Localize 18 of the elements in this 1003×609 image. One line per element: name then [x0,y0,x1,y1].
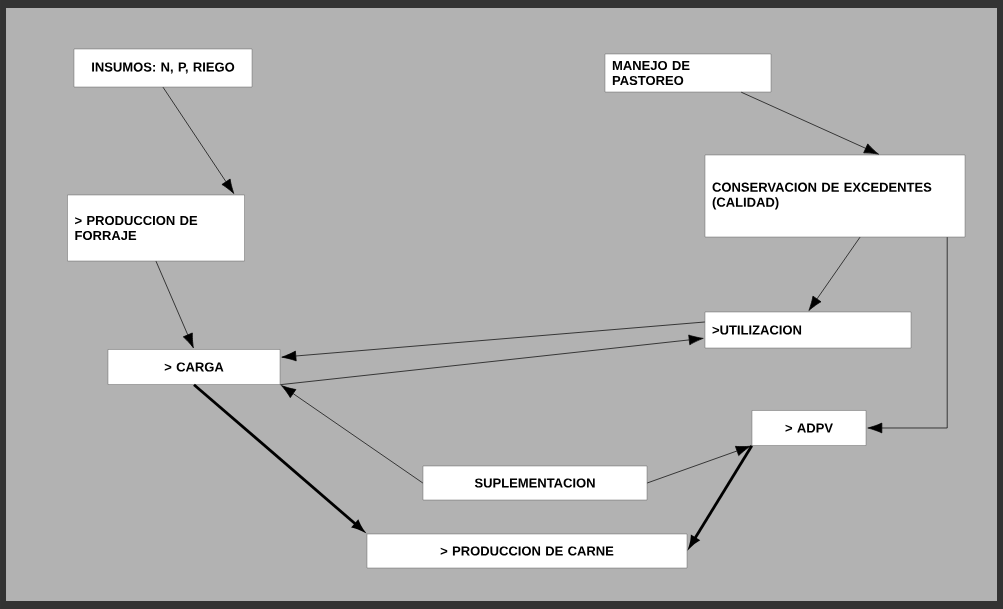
text-box: INSUMOS: N, P, RIEGO [73,48,253,88]
text-box: CONSERVACION DE EXCEDENTES (CALIDAD) [704,154,966,238]
arrow [162,86,235,194]
arrow [279,334,704,386]
text-box: >UTILIZACION [704,311,912,349]
text-box: MANEJO DE PASTOREO [604,53,772,93]
arrow [740,91,879,155]
arrow [867,236,948,434]
text-box: > ADPV [751,410,867,446]
text-box: > CARGA [107,349,281,385]
arrow [193,383,364,532]
text-box: > PRODUCCION DE FORRAJE [67,194,245,262]
arrow [155,260,194,349]
arrow [281,385,424,484]
arrow [808,236,861,311]
text-box: > PRODUCCION DE CARNE [366,533,688,569]
text-box: SUPLEMENTACION [422,465,648,501]
arrow [281,321,706,362]
